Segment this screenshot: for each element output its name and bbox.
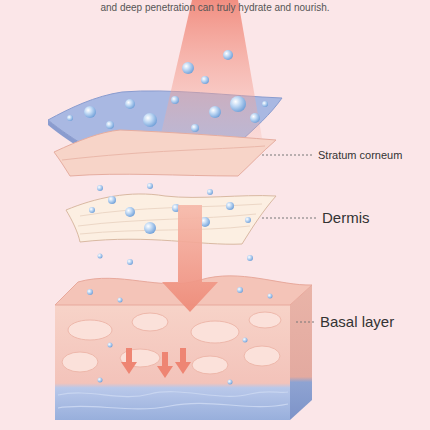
basal-leader	[296, 322, 316, 323]
top-note: and deep penetration can truly hydrate a…	[100, 2, 329, 14]
dermis-leader	[262, 218, 318, 219]
stratum-sheet-inner	[62, 146, 265, 160]
mask-bubbles	[67, 50, 268, 132]
stratum-sheet	[54, 130, 276, 176]
dermis-grid	[78, 204, 262, 234]
layer-label: Basal layer	[320, 313, 394, 330]
stratum-leader	[262, 155, 314, 156]
basal-side	[290, 285, 312, 420]
layer-label: Stratum corneum	[318, 149, 402, 162]
basal-cells	[62, 312, 281, 374]
basal-waves	[58, 392, 288, 409]
layer-label: Dermis	[322, 209, 370, 226]
basal-front	[55, 305, 290, 420]
dermis-sheet	[66, 194, 276, 244]
light-beam	[160, 0, 262, 138]
big-arrow	[162, 205, 218, 312]
dermis-bubbles	[89, 183, 251, 234]
small-arrows	[121, 348, 191, 378]
